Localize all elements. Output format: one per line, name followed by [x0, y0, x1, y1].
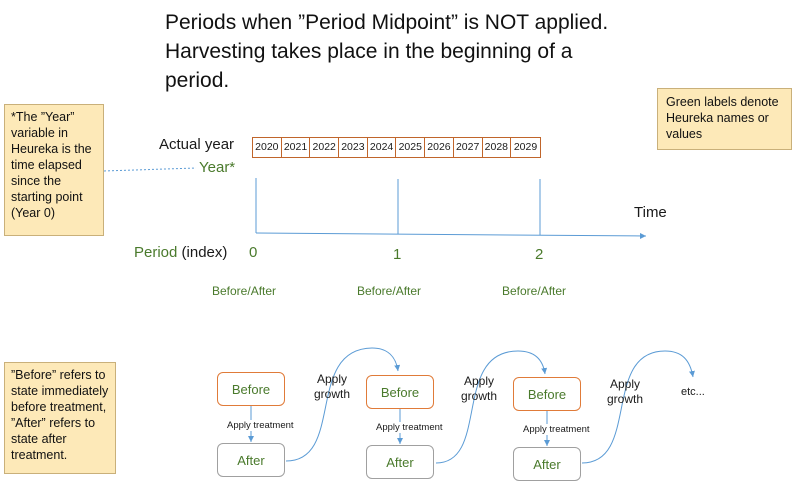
year-cell: 2027 [454, 138, 483, 157]
time-axis [255, 232, 647, 239]
apply-growth-line1: Apply [610, 377, 641, 391]
apply-growth-label-2: Apply growth [461, 374, 497, 404]
year-cell: 2028 [483, 138, 512, 157]
apply-growth-line1: Apply [464, 374, 495, 388]
before-after-period-2: Before/After [502, 284, 567, 298]
before-box-1: Before [217, 372, 285, 406]
title-line-3: period. [165, 69, 230, 92]
growth-curve-1 [285, 347, 401, 462]
growth-curve-2 [435, 350, 548, 464]
apply-growth-line2: growth [314, 387, 351, 401]
growth-curve-3 [581, 350, 695, 464]
year-cell: 2025 [396, 138, 426, 157]
year-cell: 2024 [368, 138, 397, 157]
diagram-title: Periods when ”Period Midpoint” is NOT ap… [165, 8, 685, 95]
apply-treatment-label-1: Apply treatment [227, 420, 294, 431]
actual-year-label: Actual year [159, 136, 235, 153]
year-cell: 2020 [253, 138, 282, 157]
apply-growth-line2: growth [461, 389, 498, 403]
apply-growth-line1: Apply [317, 372, 348, 386]
before-after-period-0: Before/After [212, 284, 277, 298]
after-box-2: After [366, 445, 434, 479]
period-label: Period [134, 244, 178, 261]
before-box-3: Before [513, 377, 581, 411]
year-cell: 2026 [425, 138, 454, 157]
period-index-suffix: (index) [177, 244, 228, 261]
apply-growth-label-3: Apply growth [607, 377, 643, 407]
period-0-label: 0 [249, 244, 258, 261]
after-box-3: After [513, 447, 581, 481]
title-line-2: Harvesting takes place in the beginning … [165, 40, 573, 63]
year-cell: 2021 [282, 138, 311, 157]
before-box-2: Before [366, 375, 434, 409]
title-line-1: Periods when ”Period Midpoint” is NOT ap… [165, 11, 609, 34]
before-after-note: ”Before” refers to state immediately bef… [4, 362, 116, 474]
etc-label: etc... [681, 386, 705, 398]
year-note-leader [103, 167, 197, 172]
green-labels-note: Green labels denote Heureka names or val… [657, 88, 792, 150]
time-axis-label: Time [634, 204, 667, 221]
before-after-period-1: Before/After [357, 284, 422, 298]
actual-year-row: 2020 2021 2022 2023 2024 2025 2026 2027 … [252, 137, 541, 158]
year-variable-label: Year* [199, 159, 236, 176]
period-index-label: Period (index) [134, 244, 227, 261]
year-cell: 2022 [310, 138, 340, 157]
apply-growth-label-1: Apply growth [314, 372, 350, 402]
apply-growth-line2: growth [607, 392, 644, 406]
apply-treatment-label-2: Apply treatment [376, 422, 443, 433]
after-box-1: After [217, 443, 285, 477]
apply-treatment-label-3: Apply treatment [523, 424, 590, 435]
year-note: *The ”Year” variable in Heureka is the t… [4, 104, 104, 236]
period-1-label: 1 [393, 246, 402, 263]
year-cell: 2029 [513, 141, 538, 153]
year-cell: 2023 [339, 138, 368, 157]
period-2-label: 2 [535, 246, 544, 263]
